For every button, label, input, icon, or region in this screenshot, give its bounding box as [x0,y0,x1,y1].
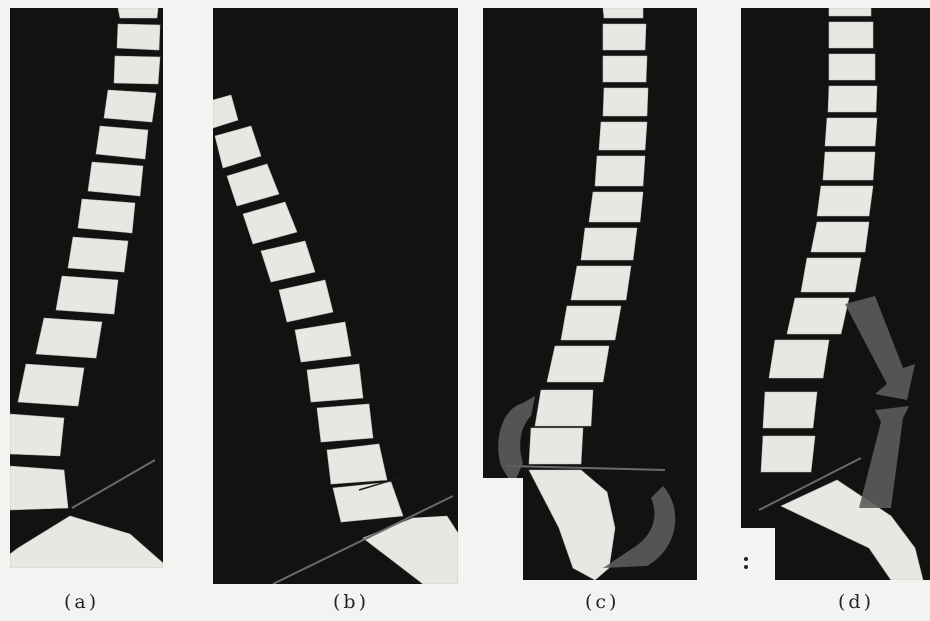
vertebra [787,298,849,334]
vertebra [56,276,118,314]
spine-d [741,8,930,580]
vertebra [825,118,877,146]
spine-c [483,8,697,580]
vertebra [215,126,261,168]
spine-b [213,8,458,584]
vertebra [88,162,143,196]
sacrum [529,470,615,580]
vertebra [317,404,373,442]
caption-a: (a) [64,591,99,613]
vertebra [763,392,817,428]
vertebra [811,222,869,252]
rotation-arrow-left [498,396,535,486]
vertebra [78,199,135,233]
sacrum [10,516,163,568]
dot-mark [744,565,748,569]
panel-d [741,8,930,580]
vertebra [829,8,871,16]
vertebra [769,340,829,378]
vertebra [581,228,637,260]
vertebra [213,95,238,128]
vertebra [118,8,158,18]
vertebra [817,186,873,216]
vertebra [18,364,84,406]
vertebra [279,280,333,322]
reference-line [507,466,665,470]
spine-a [10,8,163,568]
panel-corner-mask [483,478,523,580]
vertebra [589,192,643,222]
vertebra [801,258,861,292]
dot-mark [744,557,748,561]
vertebra [327,444,387,484]
vertebra [603,8,643,18]
panel-b [213,8,458,584]
arrow-down [845,296,915,400]
sacrum [363,516,458,584]
vertebra [104,90,156,122]
arrow-up [859,406,909,508]
vertebra [571,266,631,300]
vertebra [823,152,875,180]
vertebra [227,164,279,206]
vertebra [535,390,593,426]
vertebra [761,436,815,472]
vertebra [10,466,68,510]
vertebra [68,237,128,272]
vertebra [599,122,647,150]
vertebra [243,202,297,244]
vertebra [529,428,583,464]
vertebra [603,56,647,82]
vertebra [547,346,609,382]
vertebra [295,322,351,362]
vertebra [36,318,102,358]
vertebra [261,241,315,282]
sacrum [781,480,923,580]
vertebra [603,88,648,116]
caption-b: (b) [333,591,369,613]
vertebra [117,24,160,50]
vertebra [561,306,621,340]
vertebra [829,54,875,80]
panel-corner-mask [741,528,775,580]
vertebra [114,56,160,84]
panel-c [483,8,697,580]
vertebra [307,364,363,402]
panel-a [10,8,163,568]
vertebra [828,86,877,112]
caption-c: (c) [585,591,619,613]
vertebra [96,126,148,159]
vertebra [595,156,645,186]
vertebra [829,22,873,48]
caption-d: (d) [838,591,874,613]
vertebra [10,414,64,456]
reference-line [72,460,155,508]
vertebra [603,24,646,50]
